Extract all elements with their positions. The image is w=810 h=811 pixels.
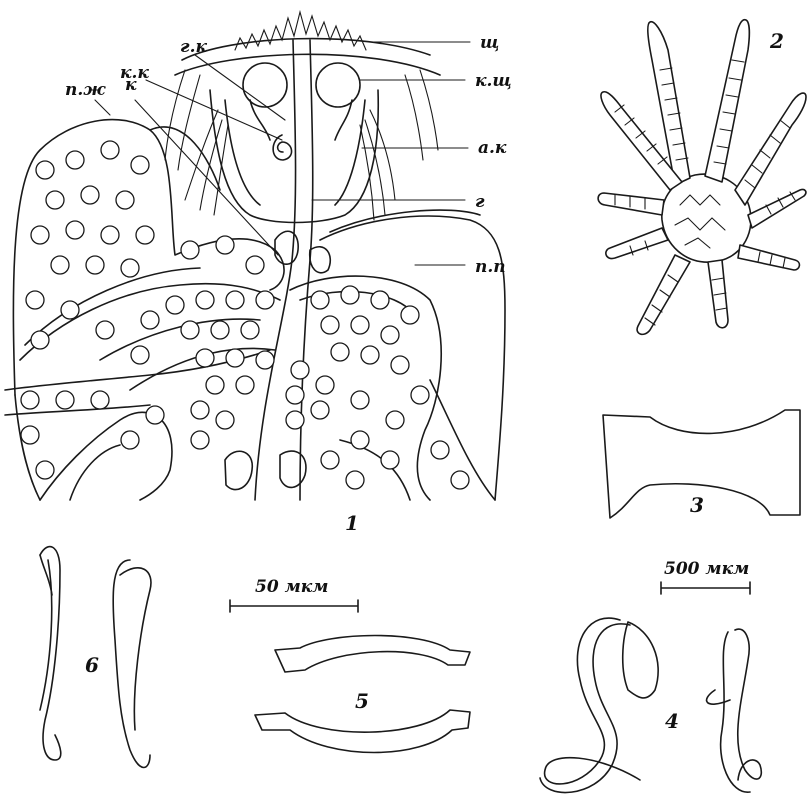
label-k-shch: к.щ bbox=[475, 71, 512, 91]
label-shch: щ bbox=[480, 33, 499, 53]
panel-1-cells bbox=[21, 141, 469, 489]
panel-number-1: 1 bbox=[345, 511, 359, 535]
panel-number-4: 4 bbox=[665, 709, 679, 733]
label-k: к bbox=[125, 75, 137, 95]
label-p-p: п.п bbox=[475, 257, 506, 277]
label-g-k: г.к bbox=[180, 37, 207, 57]
label-g: г bbox=[475, 192, 485, 212]
scale-label-small: 50 мкм bbox=[255, 577, 328, 597]
panel-number-3: 3 bbox=[690, 493, 704, 517]
panel-2-drawing bbox=[598, 20, 806, 335]
label-p-zh: п.ж bbox=[65, 80, 106, 100]
panel-number-2: 2 bbox=[769, 29, 784, 53]
label-a-k: а.к bbox=[478, 138, 507, 158]
panel-4-drawing bbox=[540, 618, 761, 792]
scale-label-large: 500 мкм bbox=[664, 559, 749, 579]
scale-bar-small bbox=[230, 600, 358, 612]
panel-number-5: 5 bbox=[355, 689, 369, 713]
panel-number-6: 6 bbox=[85, 653, 99, 677]
scale-bar-large bbox=[661, 582, 750, 594]
